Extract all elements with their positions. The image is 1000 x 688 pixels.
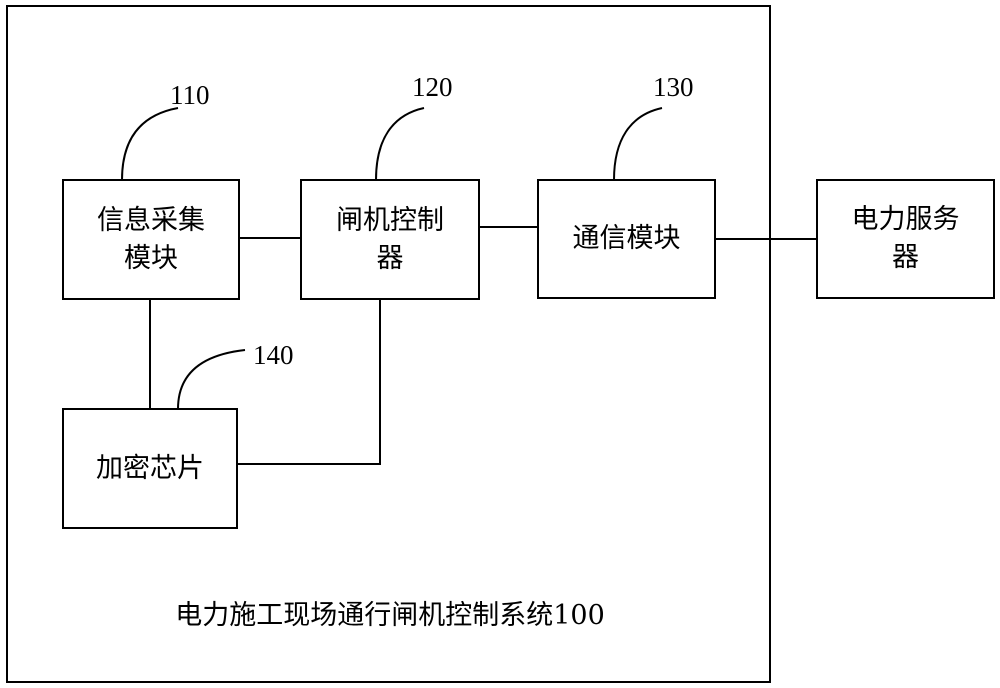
gate-controller: 闸机控制 器 [300,179,480,300]
ref-label-130: 130 [653,72,694,102]
ref-label-120: 120 [412,72,453,102]
ref-label-110: 110 [170,80,210,110]
power-server-label-line1: 电力服务 [851,204,960,235]
leader-120 [375,107,425,181]
info-collection-label-line1: 信息采集 [97,204,205,236]
leader-140 [177,349,246,410]
info-collection-module: 信息采集 模块 [62,179,240,300]
connector-gate-to-chip [237,300,381,465]
power-server: 电力服务 器 [816,179,995,299]
encryption-chip-label: 加密芯片 [96,452,204,484]
leader-130 [613,107,663,181]
leader-110 [121,107,179,181]
system-caption: 电力施工现场通行闸机控制系统100 [175,600,605,631]
gate-controller-label-line2: 器 [376,242,404,274]
gate-controller-label-line1: 闸机控制 [336,204,444,236]
encryption-chip: 加密芯片 [62,408,238,529]
system-boundary [6,5,771,683]
power-server-label-line2: 器 [892,242,919,273]
communication-module: 通信模块 [537,179,716,299]
info-collection-label-line2: 模块 [124,242,178,274]
ref-label-140: 140 [253,340,294,370]
communication-module-label: 通信模块 [572,223,681,254]
